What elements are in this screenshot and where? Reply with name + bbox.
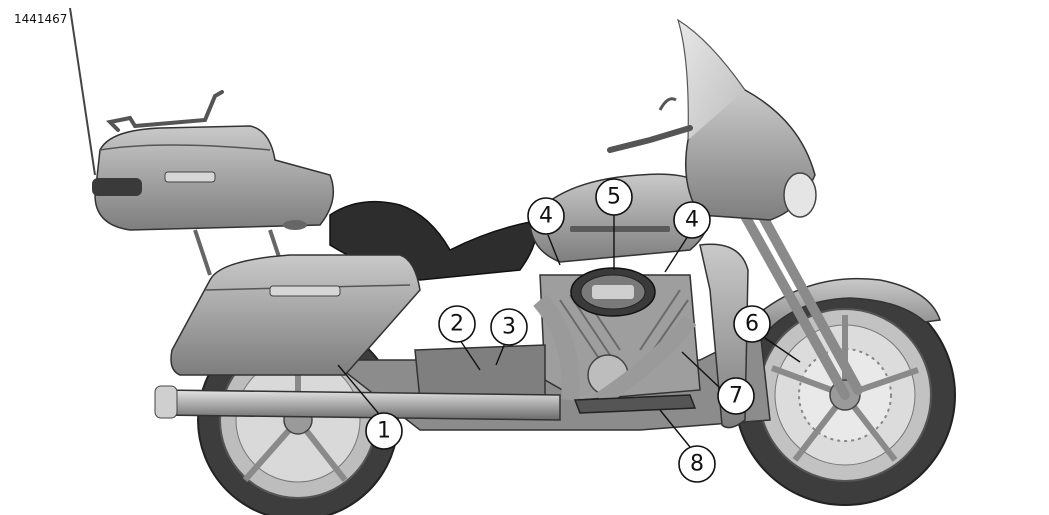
callout-6-label: 6 — [745, 312, 759, 337]
batwing-fairing — [676, 18, 817, 221]
leader-6 — [764, 337, 801, 363]
callout-2-label: 2 — [450, 312, 464, 337]
callout-4a: 4 — [527, 197, 565, 235]
callout-4b-label: 4 — [685, 208, 699, 233]
callout-3: 3 — [490, 308, 528, 346]
callout-2: 2 — [438, 305, 476, 343]
floorboard — [573, 394, 697, 414]
callout-4a-label: 4 — [539, 204, 553, 229]
callout-5: 5 — [595, 178, 633, 216]
antenna — [69, 7, 96, 176]
air-cleaner — [570, 267, 656, 317]
callout-7: 7 — [717, 377, 755, 415]
exhaust — [154, 294, 697, 421]
callout-8: 8 — [678, 445, 716, 483]
leader-4a — [547, 234, 561, 266]
tour-pack — [92, 125, 335, 231]
callout-1: 1 — [365, 412, 403, 450]
leader-8 — [659, 409, 691, 448]
callout-4b: 4 — [673, 201, 711, 239]
callout-6: 6 — [733, 305, 771, 343]
leader-1 — [337, 364, 385, 421]
leader-3 — [495, 342, 506, 366]
leader-4b — [664, 235, 689, 273]
transmission — [414, 344, 546, 401]
rear-struts — [193, 229, 282, 276]
saddlebag — [170, 254, 421, 376]
leader-7 — [681, 351, 721, 389]
luggage-rack — [105, 90, 224, 132]
callout-7-label: 7 — [729, 384, 743, 409]
handlebars — [607, 97, 693, 153]
callout-3-label: 3 — [502, 315, 516, 340]
figure-id-label: 1441467 — [14, 12, 68, 26]
callout-5-label: 5 — [607, 185, 621, 210]
leader-lines — [337, 213, 801, 448]
leader-2 — [459, 339, 481, 371]
callout-1-label: 1 — [377, 419, 391, 444]
fuel-tank — [529, 173, 712, 263]
callout-8-label: 8 — [690, 452, 704, 477]
